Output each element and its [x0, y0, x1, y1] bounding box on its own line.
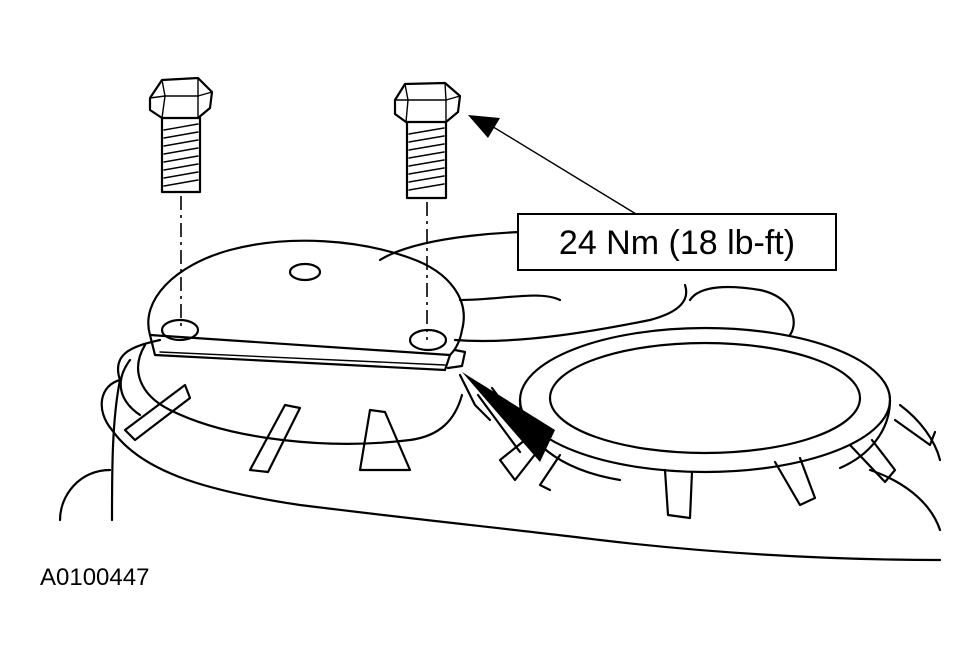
- bolt-right: [393, 81, 462, 340]
- housing: [58, 230, 942, 562]
- torque-callout-box: [517, 213, 837, 271]
- torque-callout: 24 Nm (18 lb-ft): [517, 213, 837, 271]
- pointer-arrow: [462, 372, 555, 462]
- right-port: [518, 326, 937, 520]
- figure-id: A0100447: [40, 564, 149, 591]
- leader-arrowhead: [468, 115, 500, 138]
- torque-callout-text: 24 Nm (18 lb-ft): [559, 224, 795, 262]
- callout-leader: [468, 115, 637, 215]
- pointer-arrow-head: [462, 372, 555, 462]
- cover-plate-assembly: [119, 239, 542, 482]
- bolt-left: [148, 76, 214, 330]
